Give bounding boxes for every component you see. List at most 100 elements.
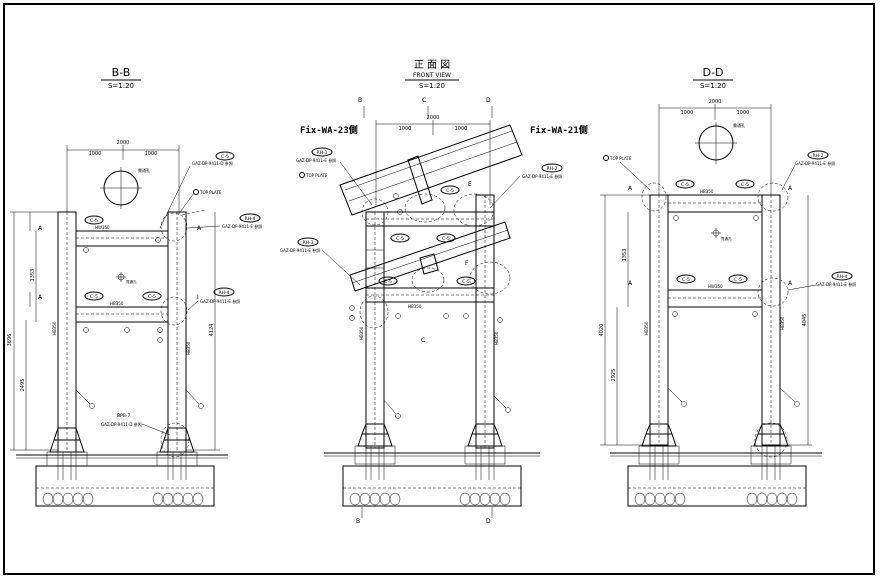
svg-text:GAZ-DP-9411-E 参照: GAZ-DP-9411-E 参照	[280, 247, 320, 253]
front-beam-lower	[365, 287, 495, 303]
svg-text:GAZ-DP-9411-E 参照: GAZ-DP-9411-E 参照	[795, 160, 835, 166]
svg-text:C-5: C-5	[442, 236, 450, 242]
svg-text:GAZ-DP-9411-D 参照: GAZ-DP-9411-D 参照	[192, 160, 233, 166]
front-label-left: Fix-WA-23側	[300, 124, 358, 136]
svg-text:C: C	[422, 97, 426, 104]
svg-text:HB350: HB350	[186, 341, 191, 355]
bb-dim-top: 2000	[117, 140, 130, 146]
front-foundation	[342, 465, 522, 507]
svg-text:HB350: HB350	[52, 321, 57, 335]
svg-text:1000: 1000	[737, 110, 750, 116]
bb-scale: S=1:20	[108, 82, 134, 90]
svg-text:GAZ-DP-9411-E 参照: GAZ-DP-9411-E 参照	[522, 173, 562, 179]
bb-rh4-a: RH-4	[245, 216, 256, 222]
view-dd: D-D S=1:20 2000 1000 1000 貫通孔 HB350 HW35…	[599, 66, 856, 507]
bb-beam-lower	[75, 306, 169, 323]
svg-text:HB350: HB350	[494, 331, 499, 345]
svg-text:C-5: C-5	[734, 277, 742, 283]
bb-tag-c5-c	[142, 291, 162, 301]
svg-text:HB350: HB350	[359, 326, 364, 340]
svg-text:C-5: C-5	[396, 236, 404, 242]
bb-beam-upper-label: HW350	[95, 225, 110, 230]
svg-text:1000: 1000	[399, 126, 412, 132]
svg-text:HB350: HB350	[700, 189, 714, 194]
svg-text:A: A	[628, 185, 633, 192]
dd-rh4: RH-4	[837, 274, 848, 280]
front-sloped-panel-upper	[339, 124, 523, 216]
svg-text:4020: 4020	[599, 324, 605, 337]
svg-text:C: C	[421, 337, 425, 344]
svg-text:B: B	[356, 518, 360, 525]
svg-text:4124: 4124	[209, 324, 215, 337]
svg-text:2495: 2495	[20, 379, 26, 392]
bb-title: B-B	[112, 66, 131, 79]
svg-text:2925: 2925	[611, 369, 617, 382]
svg-text:GAZ-DP-9411-E 参照: GAZ-DP-9411-E 参照	[200, 298, 240, 304]
front-sloped-panel-lower	[349, 221, 511, 292]
bb-rh4-b: RH-4	[219, 290, 230, 296]
svg-text:1000: 1000	[455, 126, 468, 132]
drawing-frame	[3, 3, 875, 575]
svg-text:C-5: C-5	[682, 277, 690, 283]
svg-text:GAZ-DP-9411-E 参照: GAZ-DP-9411-E 参照	[816, 281, 856, 287]
svg-text:E: E	[468, 181, 472, 188]
svg-text:2000: 2000	[427, 115, 440, 121]
svg-text:GAZ-DP-9411-E 参照: GAZ-DP-9411-E 参照	[296, 157, 336, 163]
svg-text:C-5: C-5	[384, 279, 392, 285]
front-rh2: RH-2	[547, 166, 558, 172]
bb-hole-label: 貫通孔	[138, 167, 150, 173]
svg-text:I: I	[197, 294, 199, 301]
view-front: 正 面 図 FRONT VIEW S=1:20 Fix-WA-23側 Fix-W…	[280, 59, 588, 525]
svg-text:A: A	[38, 225, 43, 232]
dd-beam-lower	[667, 289, 763, 308]
front-rh1: RH-1	[317, 150, 328, 156]
dd-beam-upper	[667, 194, 763, 213]
svg-text:1353: 1353	[30, 269, 36, 282]
svg-text:D: D	[486, 97, 491, 104]
svg-text:A: A	[38, 294, 43, 301]
dd-scale: S=1:20	[700, 82, 726, 90]
svg-text:C-5: C-5	[681, 182, 689, 188]
svg-text:F: F	[465, 260, 469, 267]
svg-text:A: A	[788, 280, 793, 287]
svg-text:1000: 1000	[681, 110, 694, 116]
front-title: 正 面 図	[414, 59, 450, 71]
svg-text:2000: 2000	[709, 99, 722, 105]
svg-text:D: D	[486, 518, 491, 525]
bb-tag-c5-b	[84, 291, 104, 301]
svg-text:HB350: HB350	[408, 304, 422, 309]
svg-text:貫通孔: 貫通孔	[126, 279, 137, 284]
bb-top-plate: TOP PLATE	[199, 190, 222, 195]
dd-rh2: RH-2	[813, 153, 824, 159]
svg-text:C-5: C-5	[446, 188, 454, 194]
front-scale: S=1:20	[419, 82, 445, 90]
dd-foundation	[627, 465, 807, 507]
bb-dim-left: 1000	[89, 151, 102, 157]
front-beam-upper	[365, 211, 495, 227]
view-bb: B-B S=1:20 2000 1000 1000 貫通孔 HW350 HB35…	[7, 66, 262, 507]
dd-title: D-D	[703, 66, 724, 79]
svg-text:A: A	[788, 185, 793, 192]
svg-text:貫通孔: 貫通孔	[733, 122, 745, 128]
svg-text:HB350: HB350	[780, 316, 785, 330]
svg-text:GAZ-DP-9411-D 参照: GAZ-DP-9411-D 参照	[101, 421, 142, 427]
svg-text:C-5: C-5	[90, 218, 98, 224]
bb-foundation	[35, 465, 215, 507]
svg-text:C-5: C-5	[221, 154, 229, 160]
svg-text:貫通孔: 貫通孔	[721, 236, 732, 241]
svg-text:1353: 1353	[622, 249, 628, 262]
bb-beam-upper	[75, 230, 169, 247]
svg-text:HW350: HW350	[708, 284, 723, 289]
svg-text:HB350: HB350	[644, 321, 649, 335]
front-subtitle: FRONT VIEW	[413, 72, 451, 79]
svg-text:GAZ-DP-9411-E 参照: GAZ-DP-9411-E 参照	[222, 223, 262, 229]
bb-dim-right: 1000	[145, 151, 158, 157]
svg-text:C-5: C-5	[741, 182, 749, 188]
bb-beam-lower-label: HB350	[110, 301, 124, 306]
front-rh3: RH-3	[303, 240, 314, 246]
svg-text:4045: 4045	[802, 314, 808, 327]
front-label-right: Fix-WA-21側	[530, 124, 588, 136]
svg-text:C-5: C-5	[148, 294, 156, 300]
svg-text:A: A	[197, 225, 202, 232]
